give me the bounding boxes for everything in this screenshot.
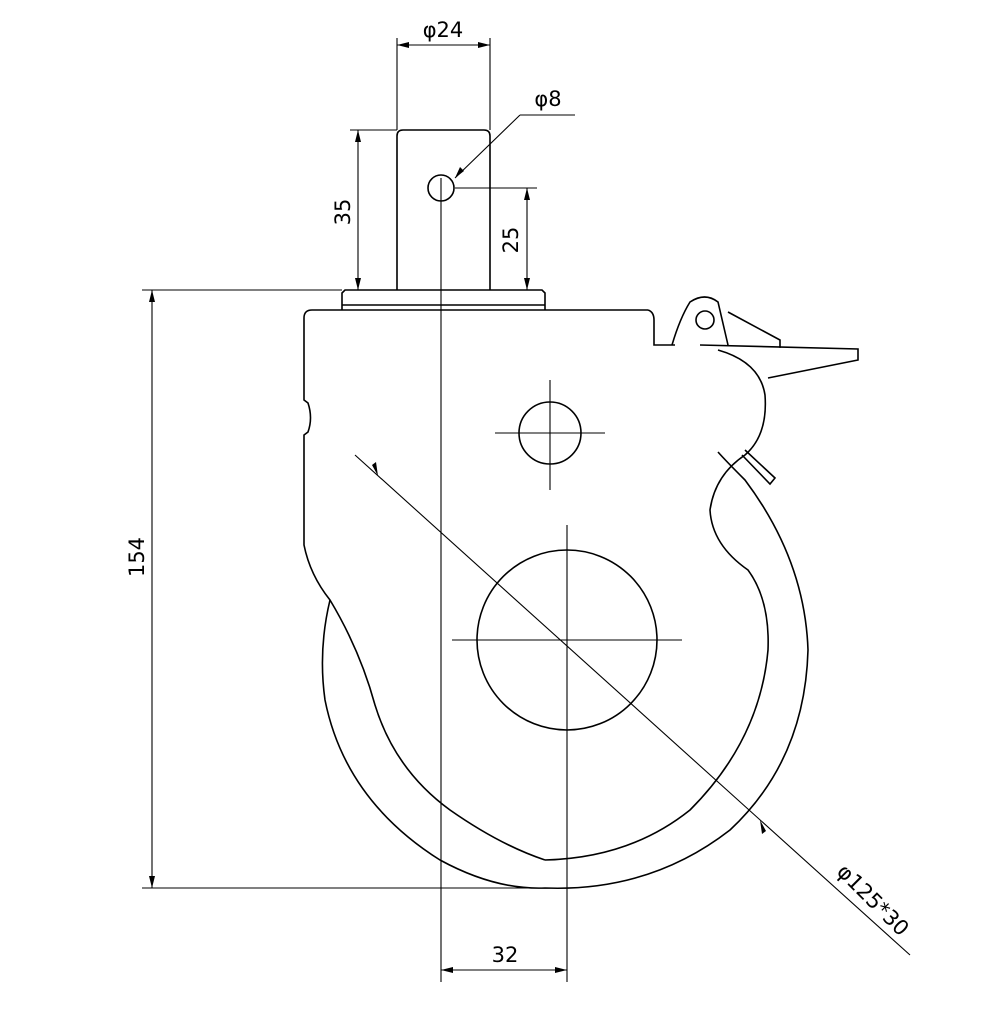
wheel-size-label: φ125*30: [832, 859, 913, 940]
stem-height-label: 35: [331, 199, 355, 226]
fork-body: [303, 309, 648, 861]
dimension-labels: φ24 φ8 35 25 154 32 φ125*30: [125, 18, 914, 967]
center-lines: [440, 178, 682, 982]
caster-outline: [303, 129, 859, 890]
dimension-lines: [142, 38, 911, 973]
pin-diameter-label: φ8: [534, 87, 561, 111]
brake-lever: [671, 296, 859, 486]
stem: [396, 129, 491, 290]
top-plate: [341, 289, 546, 310]
pin-height-label: 25: [499, 227, 523, 254]
fork-right: [544, 309, 769, 861]
brake-pivot: [695, 310, 715, 330]
offset-label: 32: [492, 943, 519, 967]
stem-diameter-label: φ24: [423, 18, 464, 42]
total-height-label: 154: [125, 537, 149, 577]
wheel: [321, 451, 809, 890]
